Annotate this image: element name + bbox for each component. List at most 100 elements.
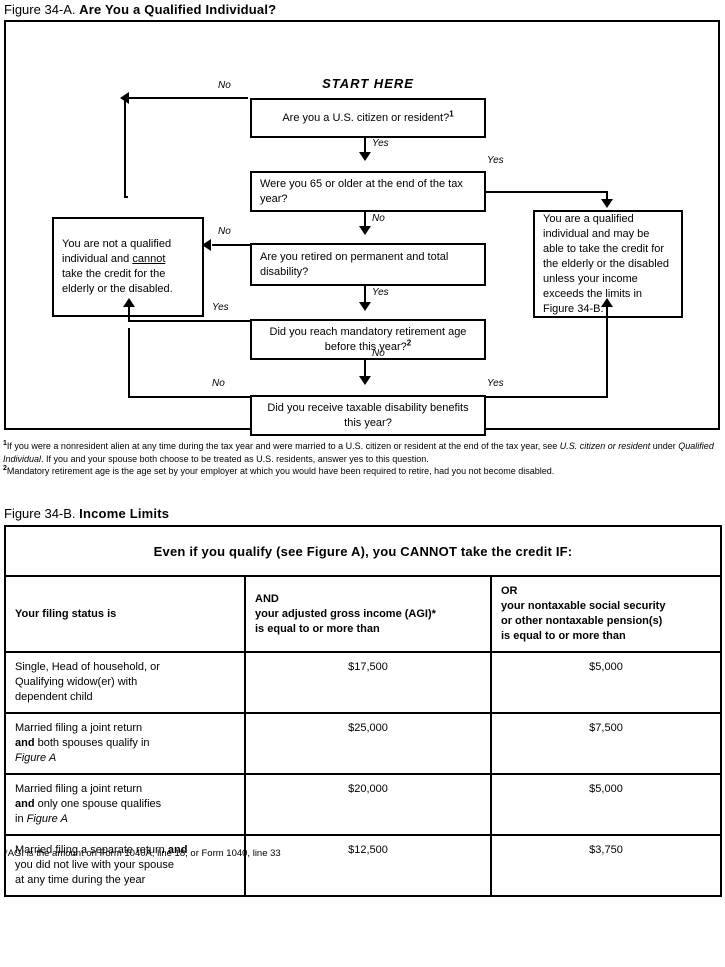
filing-status-line: in Figure A — [15, 813, 68, 825]
start-here-label: START HERE — [322, 76, 414, 91]
arrow-benefits-yes — [601, 298, 613, 307]
edge-label-retired-yes: Yes — [372, 287, 389, 298]
connector-benefits-yes-horizontal — [484, 396, 608, 398]
connector-citizen-no-to-box — [124, 196, 128, 198]
filing-status-line: Single, Head of household, or — [15, 661, 160, 673]
filing-status-line: dependent child — [15, 691, 93, 703]
header-agi-line3: is equal to or more than — [255, 622, 380, 635]
figure-a-frame: START HERE Are you a U.S. citizen or res… — [4, 20, 720, 436]
table-row: Single, Head of household, or Qualifying … — [4, 651, 723, 714]
filing-status-line: at any time during the year — [15, 874, 146, 886]
connector-age65-yes-vertical — [606, 191, 608, 202]
footnote-marker-2: 2 — [406, 337, 412, 347]
footnote-2: 2Mandatory retirement age is the age set… — [3, 465, 719, 478]
connector-citizen-no-horizontal — [124, 97, 248, 99]
edge-label-retired-no: No — [218, 226, 231, 237]
footnote-2-text: Mandatory retirement age is the age set … — [6, 466, 555, 476]
footnote-1-part2: under — [650, 441, 679, 451]
edge-label-age65-no: No — [372, 213, 385, 224]
cell-nontaxable-amount: $5,000 — [489, 773, 723, 836]
header-nontaxable-line3: or other nontaxable pension(s) — [501, 615, 663, 627]
filing-status-line: Married filing a separate return and — [15, 844, 188, 856]
table-banner-row: Even if you qualify (see Figure A), you … — [3, 525, 723, 577]
connector-benefits-no-horizontal — [128, 396, 250, 398]
flow-box-mandatory-text: Did you reach mandatory retirement age b… — [269, 325, 467, 353]
cell-agi-amount: $12,500 — [244, 834, 492, 897]
header-nontaxable-line1: OR — [501, 585, 518, 597]
figure-a-title: Are You a Qualified Individual? — [79, 2, 277, 17]
cell-nontaxable-amount: $7,500 — [489, 712, 723, 775]
not-qualified-line-1: You are not a qualified — [62, 238, 172, 250]
connector-mandatory-no — [364, 360, 366, 378]
connector-mandatory-yes-vertical — [128, 307, 130, 320]
arrow-retired-yes — [359, 302, 371, 311]
figure-b-title: Income Limits — [79, 506, 170, 521]
cell-agi-amount: $20,000 — [244, 773, 492, 836]
arrow-retired-no — [202, 239, 211, 251]
header-filing-status: Your filing status is — [4, 575, 246, 653]
connector-citizen-yes — [364, 138, 366, 154]
cell-nontaxable-amount: $5,000 — [489, 651, 723, 714]
arrow-citizen-yes — [359, 152, 371, 161]
edge-label-mandatory-no: No — [372, 348, 385, 359]
arrow-mandatory-yes — [123, 298, 135, 307]
arrow-age65-yes — [601, 199, 613, 208]
not-qualified-line-3: take the credit for the — [62, 268, 166, 280]
connector-retired-yes — [364, 286, 366, 305]
arrow-age65-no — [359, 226, 371, 235]
flow-box-benefits-text: Did you receive taxable disability benef… — [267, 401, 469, 429]
footnote-1-italic1: U.S. citizen or resident — [559, 441, 651, 451]
edge-label-benefits-yes: Yes — [487, 378, 504, 389]
filing-status-line: and only one spouse qualifies — [15, 798, 162, 810]
filing-status-line: Married filing a joint return — [15, 722, 143, 734]
not-qualified-line-4: elderly or the disabled. — [62, 283, 173, 295]
connector-retired-no — [212, 244, 250, 246]
connector-benefits-yes-vertical — [606, 307, 608, 398]
figure-a-footnotes: 1If you were a nonresident alien at any … — [3, 440, 719, 478]
footnote-2-marker: 2 — [3, 465, 7, 472]
footnote-1-italic2: Qualified Individual — [3, 441, 714, 464]
filing-status-line: and both spouses qualify in — [15, 737, 150, 749]
cell-filing-status: Single, Head of household, or Qualifying … — [4, 651, 246, 714]
connector-mandatory-yes-horizontal — [128, 320, 250, 322]
figure-a-label: Figure 34-A. — [4, 2, 76, 17]
edge-label-mandatory-yes: Yes — [212, 302, 229, 313]
flow-box-age65-text: Were you 65 or older at the end of the t… — [260, 177, 463, 205]
table-header-row: Your filing status is AND your adjusted … — [4, 575, 723, 653]
cell-nontaxable-amount: $3,750 — [489, 834, 723, 897]
cell-agi-amount: $17,500 — [244, 651, 492, 714]
edge-label-benefits-no: No — [212, 378, 225, 389]
qualified-text: You are a qualified individual and may b… — [543, 212, 669, 315]
header-nontaxable-line4: is equal to or more than — [501, 630, 626, 642]
footnote-1-part1: If you were a nonresident alien at any t… — [6, 441, 560, 451]
flow-box-disability-benefits: Did you receive taxable disability benef… — [250, 395, 486, 436]
table-row: Married filing a joint return and both sp… — [4, 712, 723, 775]
header-agi-line1: AND — [255, 592, 279, 605]
filing-status-line: Qualifying widow(er) with — [15, 676, 138, 688]
arrow-mandatory-no — [359, 376, 371, 385]
not-qualified-cannot: cannot — [132, 253, 166, 265]
header-nontaxable: OR your nontaxable social security or ot… — [489, 575, 723, 653]
edge-label-citizen-yes: Yes — [372, 138, 389, 149]
flow-box-retired: Are you retired on permanent and total d… — [250, 243, 486, 286]
cell-filing-status: Married filing a joint return and both sp… — [4, 712, 246, 775]
income-limits-table: Even if you qualify (see Figure A), you … — [3, 525, 723, 897]
edge-label-citizen-no: No — [218, 80, 231, 91]
flow-box-citizen-text: Are you a U.S. citizen or resident? — [282, 111, 450, 124]
footnote-marker-1: 1 — [449, 108, 454, 118]
header-agi: AND your adjusted gross income (AGI)* is… — [244, 575, 492, 653]
connector-age65-no — [364, 212, 366, 229]
figure-b-label: Figure 34-B. — [4, 506, 76, 521]
header-nontaxable-line2: your nontaxable social security — [501, 600, 666, 612]
footnote-1: 1If you were a nonresident alien at any … — [3, 440, 719, 465]
cell-agi-amount: $25,000 — [244, 712, 492, 775]
header-agi-line2: your adjusted gross income (AGI)* — [255, 607, 436, 620]
edge-label-age65-yes: Yes — [487, 155, 504, 166]
figure-a-heading: Figure 34-A. Are You a Qualified Individ… — [4, 2, 276, 17]
flow-box-not-qualified: You are not a qualified individual and c… — [52, 217, 204, 317]
table-banner: Even if you qualify (see Figure A), you … — [3, 525, 723, 577]
